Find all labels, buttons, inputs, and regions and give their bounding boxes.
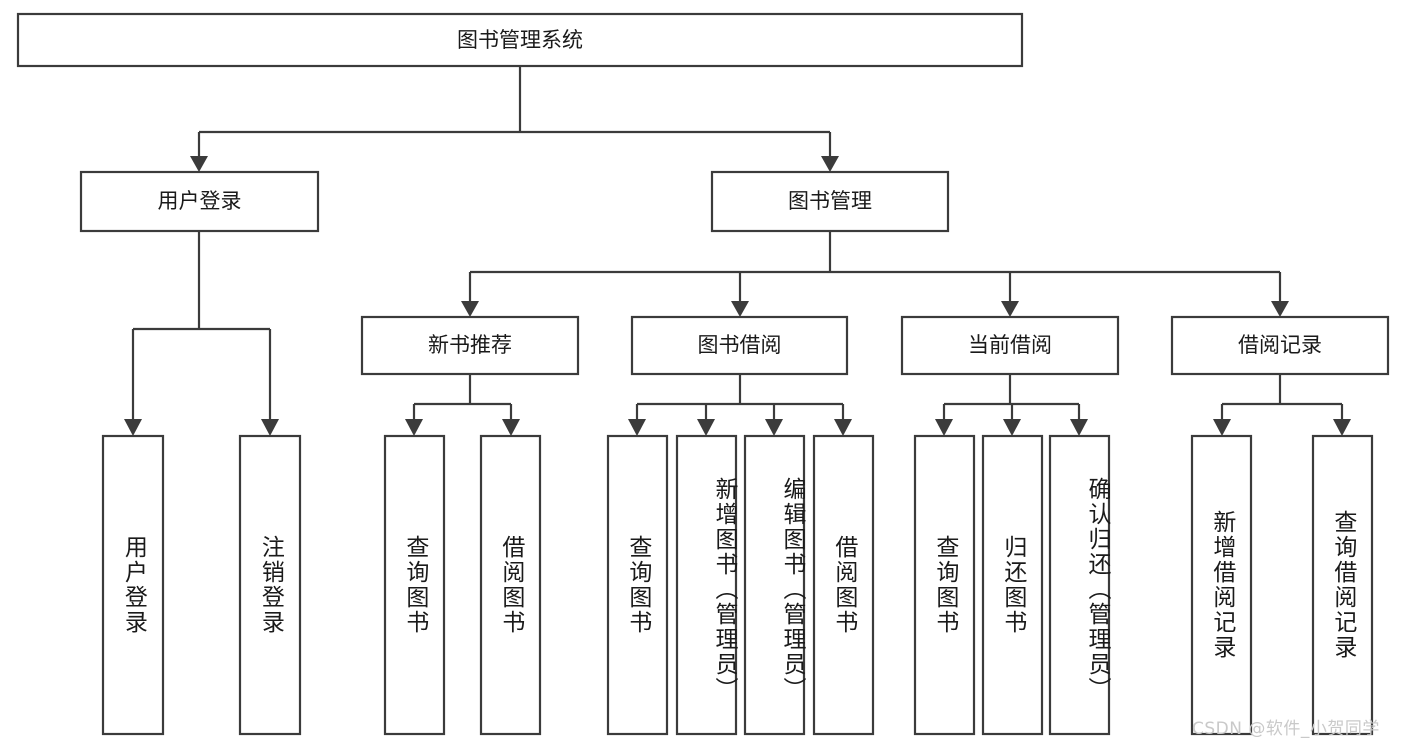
node-leaf-logout-box[interactable] bbox=[238, 434, 302, 736]
arrow-book-manage-borrow-record bbox=[1271, 301, 1289, 317]
node-leaf-confirm-return-box[interactable] bbox=[1048, 434, 1111, 736]
arrow-borrow-record-leaf-2 bbox=[1333, 419, 1351, 436]
arrow-book-borrow-leaf-2 bbox=[697, 419, 715, 436]
node-root[interactable]: 图书管理系统 bbox=[16, 12, 1024, 68]
arrow-new-book-rec-leaf-2 bbox=[502, 419, 520, 436]
node-book-borrow-box[interactable] bbox=[630, 315, 849, 376]
arrow-root-to-book-manage bbox=[821, 156, 839, 172]
node-leaf-add-book-box[interactable] bbox=[675, 434, 738, 736]
arrow-current-borrow-leaf-2 bbox=[1003, 419, 1021, 436]
arrow-new-book-rec-leaf-1 bbox=[405, 419, 423, 436]
arrow-current-borrow-leaf-3 bbox=[1070, 419, 1088, 436]
node-book-borrow-label: 图书借阅 bbox=[698, 333, 782, 357]
arrow-book-manage-current-borrow bbox=[1001, 301, 1019, 317]
csdn-watermark: CSDN @软件_小贺同学 bbox=[1192, 719, 1380, 739]
node-leaf-query-book-3-box[interactable] bbox=[913, 434, 976, 736]
node-new-book-rec[interactable]: 新书推荐 bbox=[360, 315, 580, 376]
node-leaf-borrow-book-1-box[interactable] bbox=[479, 434, 542, 736]
node-current-borrow-label: 当前借阅 bbox=[968, 333, 1052, 357]
node-leaf-edit-book-box[interactable] bbox=[743, 434, 806, 736]
node-user-login-box[interactable] bbox=[79, 170, 320, 233]
arrow-borrow-record-leaf-1 bbox=[1213, 419, 1231, 436]
node-book-borrow[interactable]: 图书借阅 bbox=[630, 315, 849, 376]
arrow-user-login-leaf-2 bbox=[261, 419, 279, 436]
arrow-root-to-user-login bbox=[190, 156, 208, 172]
node-leaf-query-record-box[interactable] bbox=[1311, 434, 1374, 736]
arrow-book-borrow-leaf-4 bbox=[834, 419, 852, 436]
node-leaf-user-login-box[interactable] bbox=[101, 434, 165, 736]
node-borrow-record-box[interactable] bbox=[1170, 315, 1390, 376]
node-new-book-rec-label: 新书推荐 bbox=[428, 333, 512, 357]
connector-layer bbox=[124, 66, 1351, 436]
node-user-login-label: 用户登录 bbox=[158, 189, 242, 213]
arrow-book-borrow-leaf-1 bbox=[628, 419, 646, 436]
arrow-book-manage-book-borrow bbox=[731, 301, 749, 317]
node-root-box[interactable] bbox=[16, 12, 1024, 68]
node-borrow-record-label: 借阅记录 bbox=[1238, 333, 1322, 357]
node-leaf-borrow-book-2-box[interactable] bbox=[812, 434, 875, 736]
node-leaf-query-book-2-box[interactable] bbox=[606, 434, 669, 736]
node-leaf-query-book-1-box[interactable] bbox=[383, 434, 446, 736]
node-leaf-add-record-box[interactable] bbox=[1190, 434, 1253, 736]
node-root-label: 图书管理系统 bbox=[457, 28, 583, 52]
node-book-manage-label: 图书管理 bbox=[788, 189, 872, 213]
arrow-book-manage-new-book-rec bbox=[461, 301, 479, 317]
node-user-login[interactable]: 用户登录 bbox=[79, 170, 320, 233]
node-leaf-return-book-box[interactable] bbox=[981, 434, 1044, 736]
arrow-current-borrow-leaf-1 bbox=[935, 419, 953, 436]
node-new-book-rec-box[interactable] bbox=[360, 315, 580, 376]
leaf-box-layer bbox=[101, 434, 1374, 736]
node-current-borrow-box[interactable] bbox=[900, 315, 1120, 376]
node-borrow-record[interactable]: 借阅记录 bbox=[1170, 315, 1390, 376]
node-book-manage[interactable]: 图书管理 bbox=[710, 170, 950, 233]
node-book-manage-box[interactable] bbox=[710, 170, 950, 233]
arrow-user-login-leaf-1 bbox=[124, 419, 142, 436]
arrow-book-borrow-leaf-3 bbox=[765, 419, 783, 436]
node-current-borrow[interactable]: 当前借阅 bbox=[900, 315, 1120, 376]
